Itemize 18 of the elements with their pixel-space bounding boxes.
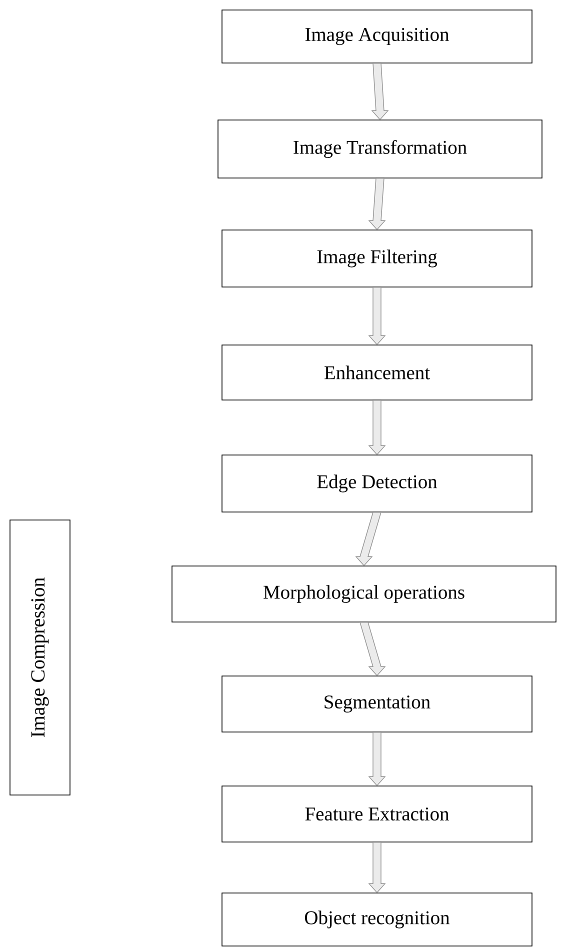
process-box: Object recognition [222, 892, 532, 946]
process-box: Image Acquisition [222, 10, 532, 64]
arrow [371, 63, 389, 120]
process-box: Feature Extraction [222, 786, 532, 842]
process-box: Morphological operations [172, 566, 556, 622]
arrow [368, 400, 386, 456]
arrow [368, 178, 386, 230]
arrow [360, 622, 386, 676]
arrow [368, 287, 386, 346]
arrow [368, 732, 386, 786]
process-box: Image Filtering [222, 230, 532, 288]
process-box: Image Transformation [218, 120, 542, 178]
process-box: Edge Detection [222, 454, 532, 512]
group-box: Image Compression [10, 520, 70, 796]
arrow [355, 512, 382, 566]
arrow [368, 842, 386, 894]
process-box: Enhancement [222, 344, 532, 400]
process-box: Segmentation [222, 676, 532, 732]
